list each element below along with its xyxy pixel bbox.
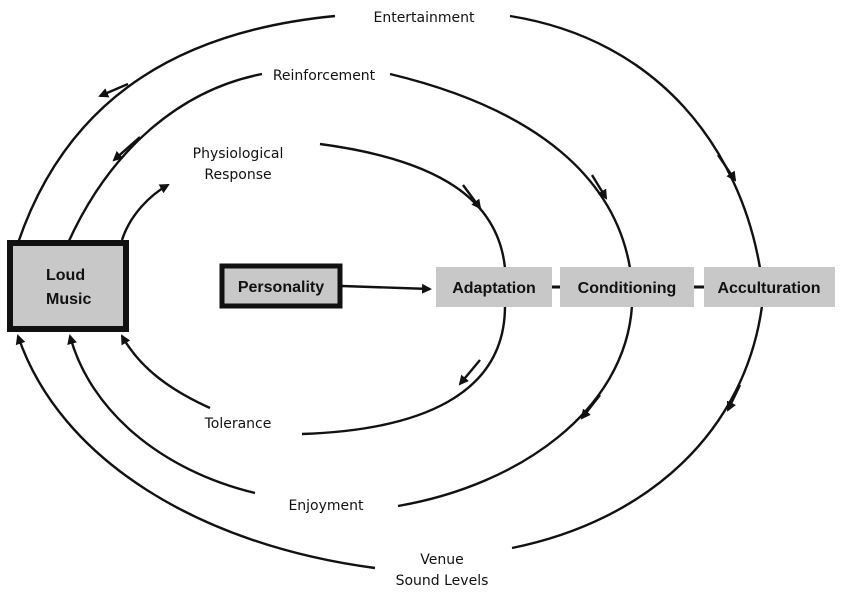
tolerance-label: Tolerance: [204, 416, 272, 432]
outer-ring-upper-left: [16, 14, 336, 244]
middle-ring-upper-left: [66, 72, 263, 244]
loud-music-label-line1: Loud: [46, 267, 85, 284]
outer-ring-lower-left: [15, 334, 376, 570]
loud-music-node: Loud Music: [7, 240, 129, 332]
middle-ring-upper-right-arrow: [590, 174, 608, 200]
inner-ring-lower-right: [301, 305, 507, 436]
outer-ring-lower-right-arrow: [726, 384, 742, 412]
adaptation-label: Adaptation: [452, 280, 536, 297]
outer-ring-upper-right-arrow: [717, 154, 737, 182]
personality-label: Personality: [238, 279, 324, 296]
acculturation-node: Acculturation: [704, 267, 835, 307]
inner-ring-upper-right: [319, 142, 507, 269]
outer-ring-lower-right: [511, 305, 764, 550]
outer-ring-upper-left-arrow: [98, 82, 129, 98]
reinforcement-label: Reinforcement: [273, 68, 376, 84]
outer-ring-upper-right: [509, 14, 762, 269]
venue-sound-levels-label-line1: Venue: [420, 552, 463, 568]
middle-ring-lower-right-arrow: [580, 394, 601, 420]
conditioning-node: Conditioning: [560, 267, 694, 307]
entertainment-label: Entertainment: [373, 10, 475, 26]
inner-ring-lower-left: [120, 334, 211, 410]
personality-to-adaptation-arrow: [341, 283, 432, 294]
middle-ring-upper-left-arrow: [112, 136, 141, 162]
middle-ring-lower-right: [397, 305, 634, 508]
conditioning-label: Conditioning: [578, 280, 677, 297]
enjoyment-label: Enjoyment: [288, 498, 364, 514]
inner-ring-lower-right-arrow: [458, 359, 481, 386]
adaptation-node: Adaptation: [436, 267, 552, 307]
personality-node: Personality: [219, 263, 343, 309]
physiological-response-label-line1: Physiological: [193, 146, 284, 162]
inner-ring-upper-right-arrow: [462, 184, 482, 210]
loud-music-label-line2: Music: [46, 291, 91, 308]
physiological-response-label-line2: Response: [204, 167, 271, 183]
venue-sound-levels-label-line2: Sound Levels: [396, 573, 489, 589]
middle-ring-lower-left: [67, 334, 256, 495]
middle-ring-upper-right: [389, 72, 632, 269]
inner-ring-upper-left: [120, 183, 170, 241]
acculturation-label: Acculturation: [717, 280, 820, 297]
